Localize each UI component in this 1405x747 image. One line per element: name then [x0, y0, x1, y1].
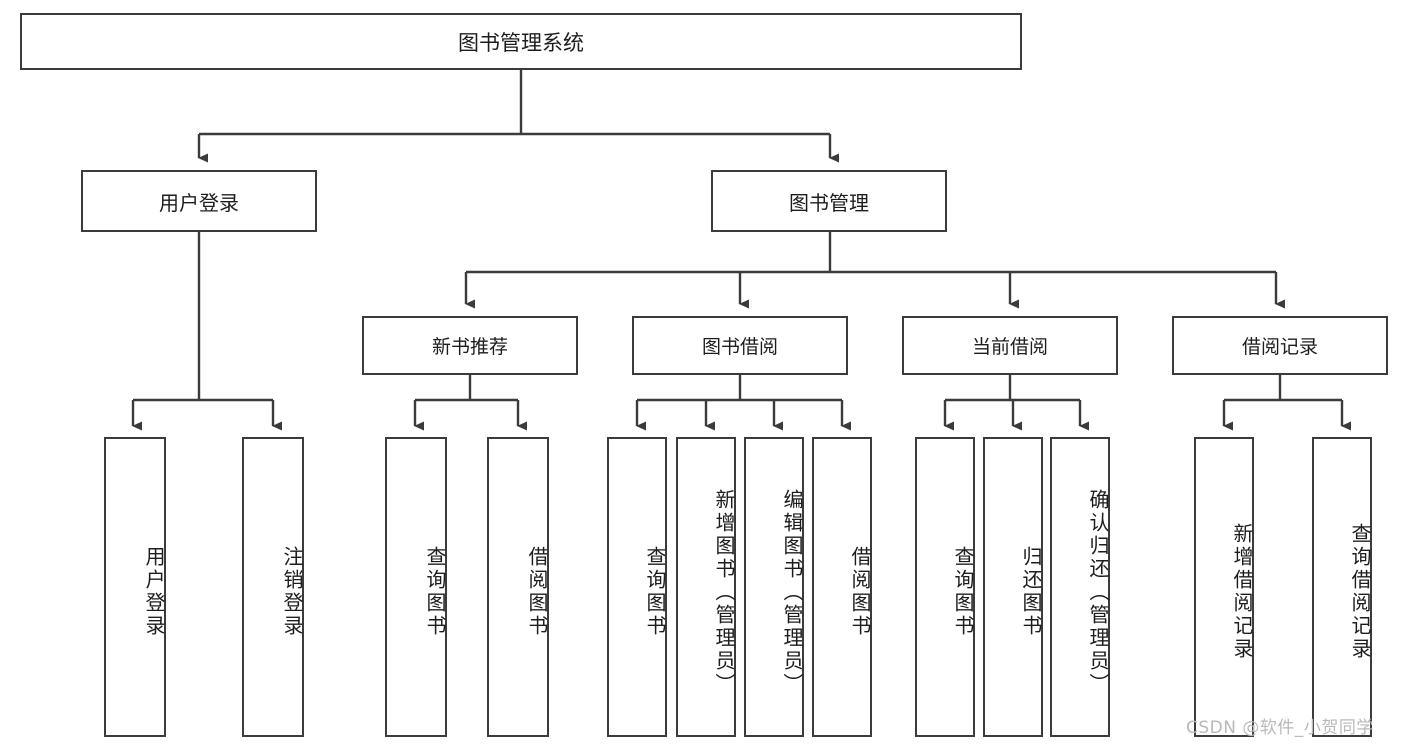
- node-borrow-record-label: 借阅记录: [1241, 336, 1318, 358]
- node-leaf-query-book-3-label: 查询图书: [951, 546, 975, 638]
- node-leaf-borrow-book-2-label: 借阅图书: [848, 546, 872, 638]
- node-leaf-add-book[interactable]: 新增图书（管理员）: [676, 437, 736, 737]
- node-leaf-user-logout[interactable]: 注销登录: [242, 437, 304, 737]
- node-borrow-record[interactable]: 借阅记录: [1172, 316, 1388, 375]
- node-current-borrow[interactable]: 当前借阅: [902, 316, 1118, 375]
- node-leaf-return-book-label: 归还图书: [1019, 546, 1043, 638]
- csdn-watermark: CSDN @软件_小贺同学: [1186, 718, 1374, 738]
- node-leaf-add-book-label: 新增图书（管理员）: [712, 488, 736, 696]
- node-leaf-confirm-return[interactable]: 确认归还（管理员）: [1050, 437, 1110, 737]
- node-leaf-query-record[interactable]: 查询借阅记录: [1312, 437, 1372, 737]
- node-leaf-query-book-1-label: 查询图书: [423, 546, 447, 638]
- node-leaf-query-book-1[interactable]: 查询图书: [385, 437, 447, 737]
- node-leaf-return-book[interactable]: 归还图书: [983, 437, 1043, 737]
- node-new-book-rec[interactable]: 新书推荐: [362, 316, 578, 375]
- node-leaf-borrow-book-1-label: 借阅图书: [525, 546, 549, 638]
- node-leaf-borrow-book-2[interactable]: 借阅图书: [812, 437, 872, 737]
- node-leaf-edit-book-label: 编辑图书（管理员）: [780, 488, 804, 696]
- node-new-book-rec-label: 新书推荐: [431, 336, 508, 358]
- node-current-borrow-label: 当前借阅: [971, 336, 1048, 358]
- node-leaf-user-login[interactable]: 用户登录: [104, 437, 166, 737]
- node-leaf-edit-book[interactable]: 编辑图书（管理员）: [744, 437, 804, 737]
- node-leaf-query-book-2[interactable]: 查询图书: [607, 437, 667, 737]
- node-leaf-confirm-return-label: 确认归还（管理员）: [1086, 488, 1110, 696]
- node-book-borrow[interactable]: 图书借阅: [632, 316, 848, 375]
- node-leaf-add-record-label: 新增借阅记录: [1230, 523, 1254, 661]
- node-leaf-query-book-2-label: 查询图书: [643, 546, 667, 638]
- node-leaf-user-login-label: 用户登录: [142, 546, 166, 638]
- node-root[interactable]: 图书管理系统: [20, 13, 1022, 70]
- node-root-label: 图书管理系统: [458, 30, 584, 55]
- node-book-borrow-label: 图书借阅: [701, 336, 778, 358]
- node-book-manage[interactable]: 图书管理: [711, 170, 947, 232]
- node-leaf-user-logout-label: 注销登录: [280, 546, 304, 638]
- node-leaf-query-book-3[interactable]: 查询图书: [915, 437, 975, 737]
- node-leaf-query-record-label: 查询借阅记录: [1348, 523, 1372, 661]
- node-book-manage-label: 图书管理: [789, 190, 869, 215]
- node-user-login-label: 用户登录: [159, 190, 239, 215]
- node-leaf-add-record[interactable]: 新增借阅记录: [1194, 437, 1254, 737]
- node-leaf-borrow-book-1[interactable]: 借阅图书: [487, 437, 549, 737]
- node-user-login[interactable]: 用户登录: [81, 170, 317, 232]
